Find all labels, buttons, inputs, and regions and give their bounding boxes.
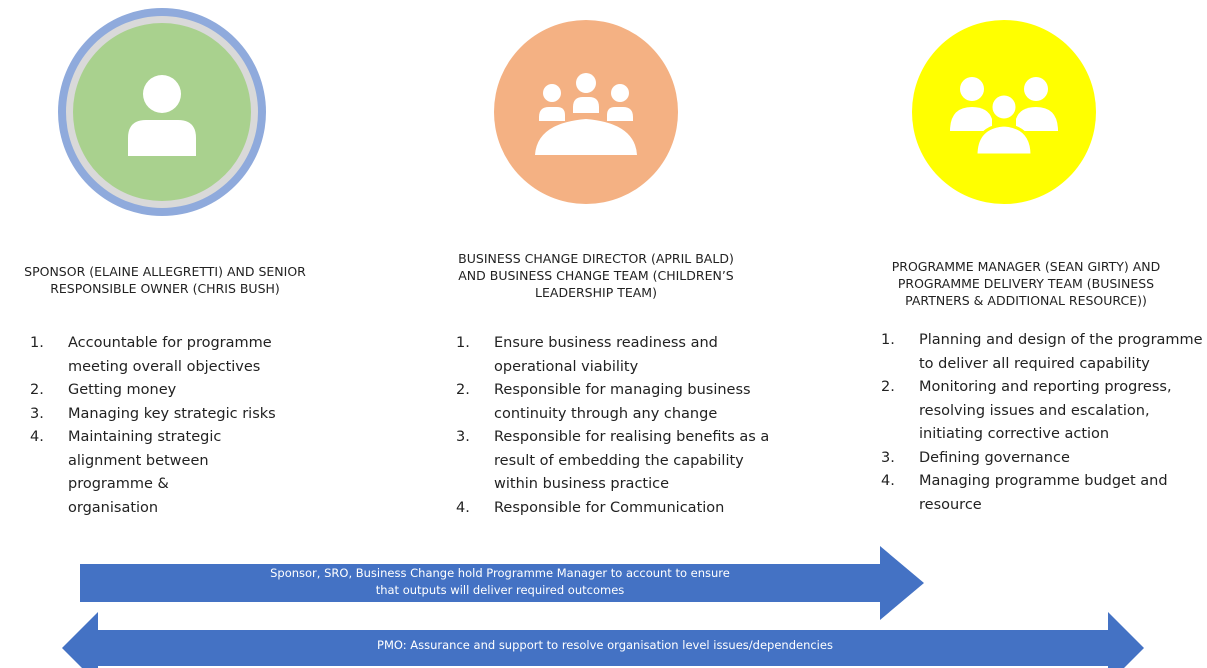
sponsor-circle [73, 23, 251, 201]
pmo-arrow [62, 612, 1144, 668]
programme-manager-heading: PROGRAMME MANAGER (SEAN GIRTY) AND PROGR… [891, 259, 1161, 308]
list-item: 4.Responsible for Communication [456, 499, 725, 516]
list-item: 3.Defining governance [881, 449, 1070, 466]
programme-manager-responsibilities-list: 1.Planning and design of the programme t… [881, 329, 1207, 517]
business-change-circle [494, 20, 678, 204]
programme-manager-circle [912, 20, 1096, 204]
list-item: 3.Responsible for realising benefits as … [456, 429, 770, 492]
list-item: 2.Responsible for managing business cont… [456, 382, 751, 422]
list-item: 1.Accountable for programme meeting over… [30, 335, 272, 375]
team-icon [944, 67, 1064, 157]
business-change-heading: BUSINESS CHANGE DIRECTOR (APRIL BALD) AN… [458, 251, 734, 300]
list-item: 4.Managing programme budget and resource [881, 473, 1168, 513]
accountability-arrow-label: Sponsor, SRO, Business Change hold Progr… [270, 566, 730, 597]
list-item: 1.Planning and design of the programme t… [881, 332, 1203, 372]
list-item: 3.Managing key strategic risks [30, 405, 276, 422]
business-change-responsibilities-list: 1.Ensure business readiness and operatio… [456, 332, 780, 520]
list-item: 2.Monitoring and reporting progress, res… [881, 379, 1172, 442]
list-item: 1.Ensure business readiness and operatio… [456, 335, 718, 375]
meeting-group-icon [531, 67, 641, 157]
sponsor-heading: SPONSOR (ELAINE ALLEGRETTI) AND SENIOR R… [24, 264, 306, 296]
sponsor-responsibilities-list: 1.Accountable for programme meeting over… [30, 332, 300, 520]
list-item: 4.Maintaining strategic alignment betwee… [30, 429, 222, 516]
accountability-arrow [80, 546, 924, 620]
pmo-arrow-label: PMO: Assurance and support to resolve or… [377, 638, 833, 652]
list-item: 2.Getting money [30, 382, 177, 398]
person-icon [114, 64, 210, 160]
